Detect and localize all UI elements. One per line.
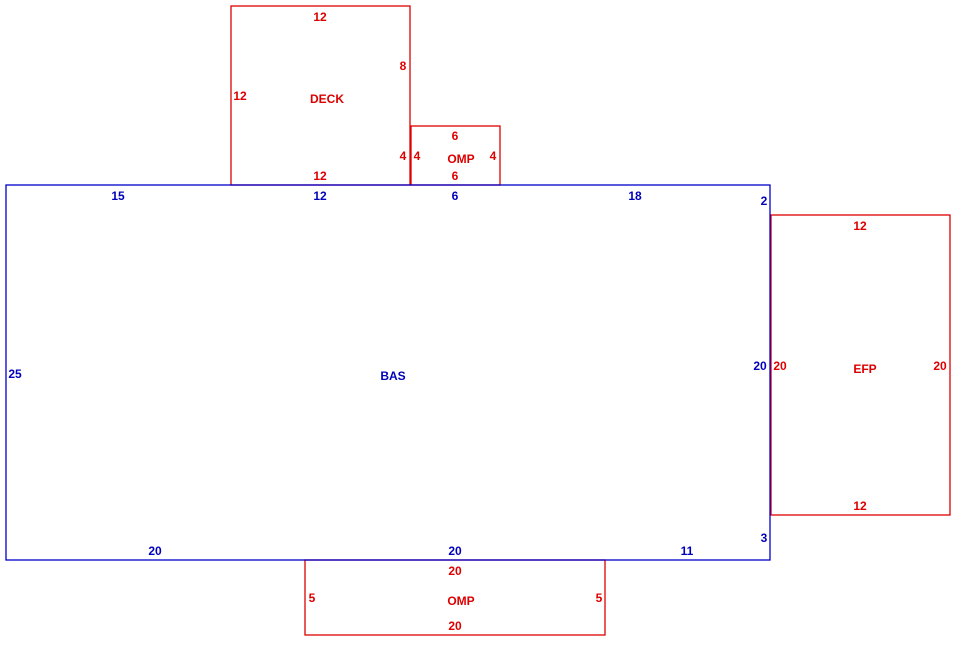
bas-top-dim-1: 15 (111, 189, 125, 203)
bas-right-mid-dim: 20 (753, 359, 767, 373)
deck-top-dim: 12 (313, 10, 327, 24)
omp-top-right-dim: 4 (490, 149, 497, 163)
bas-top-dim-2: 12 (313, 189, 327, 203)
omp-bottom-bottom-dim: 20 (448, 619, 462, 633)
omp-bottom-left-dim: 5 (309, 591, 316, 605)
deck-right-upper-dim: 8 (400, 59, 407, 73)
bas-label: BAS (380, 369, 405, 383)
efp-top-dim: 12 (853, 219, 867, 233)
deck-bottom-dim: 12 (313, 169, 327, 183)
bas-bottom-dim-1: 20 (148, 544, 162, 558)
deck-left-dim: 12 (233, 89, 247, 103)
omp-top-bottom-dim: 6 (452, 169, 459, 183)
omp-bottom-top-dim: 20 (448, 564, 462, 578)
bas-right-lower-dim: 3 (761, 531, 768, 545)
bas-right-upper-dim: 2 (761, 194, 768, 208)
deck-right-lower-dim: 4 (400, 149, 407, 163)
omp-top-left-dim: 4 (414, 149, 421, 163)
bas-outline (5, 184, 771, 561)
bas-top-dim-4: 18 (628, 189, 642, 203)
omp-top-label: OMP (447, 152, 474, 166)
bas-left-dim: 25 (8, 367, 22, 381)
bas-bottom-dim-3: 11 (681, 544, 694, 558)
omp-top-top-dim: 6 (452, 129, 459, 143)
deck-label: DECK (310, 92, 344, 106)
efp-right-dim: 20 (933, 359, 947, 373)
omp-bottom-right-dim: 5 (596, 591, 603, 605)
efp-outline (770, 214, 951, 516)
efp-label: EFP (853, 362, 876, 376)
bas-top-dim-3: 6 (452, 189, 459, 203)
bas-bottom-dim-2: 20 (448, 544, 462, 558)
efp-left-dim: 20 (773, 359, 787, 373)
omp-bottom-label: OMP (447, 594, 474, 608)
efp-bottom-dim: 12 (853, 499, 867, 513)
